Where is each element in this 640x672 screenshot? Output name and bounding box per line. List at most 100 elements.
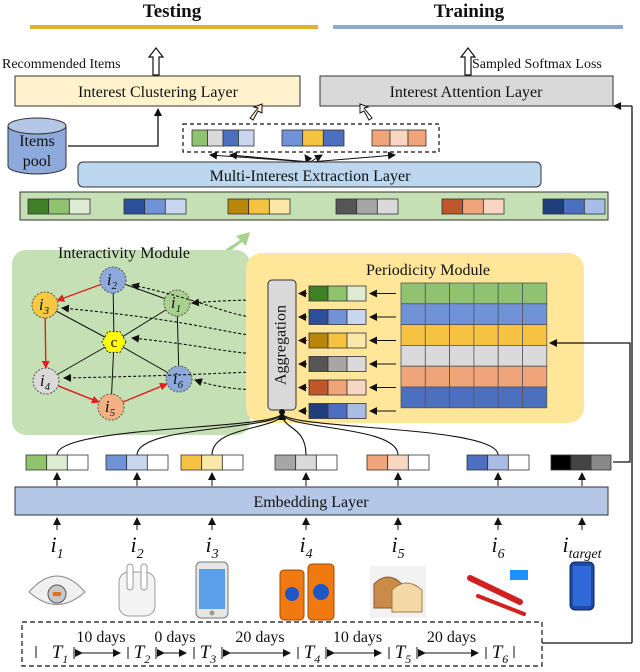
- graph-node-n3: [31, 291, 59, 319]
- embedding-vector-6: [466, 454, 530, 471]
- item-label-1: i1: [50, 532, 63, 562]
- embedding-layer-label: Embedding Layer: [253, 494, 369, 511]
- blue-phone-icon: [569, 561, 595, 611]
- embedding-vector-4: [274, 454, 338, 471]
- graph-node-label-n1: i1: [171, 293, 181, 315]
- interest-arrow: [229, 151, 311, 163]
- multi-interest-extraction-layer: [77, 161, 542, 188]
- interest-arrow: [309, 151, 396, 163]
- matrix-cell: [473, 344, 499, 367]
- strip-vector-6: [542, 198, 606, 215]
- item-label-7: itarget: [562, 532, 602, 562]
- extraction-to-interest-arrows: [209, 151, 396, 164]
- interval-label-5: 20 days: [427, 629, 476, 646]
- spoke-edge: [44, 304, 115, 343]
- matrix-cell: [424, 324, 450, 346]
- testing-underline: [30, 25, 318, 29]
- items-pool-label-1: Items: [19, 133, 55, 150]
- item-label-3: i3: [205, 532, 218, 562]
- interest-vectors: [191, 129, 427, 147]
- time-label-4: T4: [304, 642, 321, 666]
- graph-node-label-n3: i3: [39, 295, 50, 317]
- directed-edge: [56, 283, 102, 302]
- interval-label-1: 10 days: [76, 629, 125, 646]
- periodicity-matrix: [400, 282, 548, 409]
- strip-vector-3: [227, 198, 291, 215]
- directed-edge: [122, 382, 168, 403]
- interest-vector-3: [371, 129, 427, 147]
- matrix-cell: [400, 365, 426, 388]
- matrix-cell: [400, 324, 426, 346]
- period-vector-4: [308, 356, 367, 372]
- center-node: [101, 331, 127, 353]
- embedding-vector-1: [25, 454, 89, 471]
- period-vector-1: [308, 285, 367, 302]
- matrix-cell: [522, 303, 548, 325]
- interest-arrow: [309, 154, 323, 163]
- matrix-cell: [424, 344, 450, 367]
- matrix-cell: [449, 386, 475, 409]
- matrix-cell: [400, 282, 426, 305]
- graph-node-label-n4: i4: [40, 371, 51, 393]
- matrix-cell: [400, 303, 426, 325]
- interest-vectors-group: [182, 123, 440, 153]
- matrix-cell: [473, 303, 499, 325]
- matrix-cell: [522, 365, 548, 388]
- interval-label-2: 0 days: [154, 629, 195, 646]
- graph-node-n6: [165, 365, 193, 393]
- fused-sequence-vectors: [27, 198, 606, 215]
- matrix-cell: [424, 365, 450, 388]
- interest-vector-2: [281, 129, 345, 147]
- period-vector-6: [308, 403, 367, 419]
- time-label-3: T3: [200, 642, 217, 666]
- pool-to-clustering-arrow: [68, 108, 162, 147]
- face-mask-icon: [28, 575, 86, 605]
- interactivity-module: [12, 250, 250, 435]
- matrix-cell: [497, 282, 523, 305]
- training-header: Training: [434, 1, 505, 22]
- matrix-cell: [400, 344, 426, 367]
- interval-label-4: 10 days: [333, 629, 382, 646]
- period-vector-5: [308, 379, 367, 396]
- items-pool-label-2: pool: [23, 153, 52, 170]
- matrix-cell: [473, 365, 499, 388]
- interval-label-3: 20 days: [235, 629, 284, 646]
- training-underline: [333, 25, 623, 29]
- matrix-cell: [449, 365, 475, 388]
- fan-line: [278, 412, 399, 456]
- recommended-items-label: Recommended Items: [2, 57, 121, 72]
- bread-icon: [370, 566, 426, 618]
- multi-interest-extraction-label: Multi-Interest Extraction Layer: [210, 168, 411, 185]
- interest-attention-label: Interest Attention Layer: [390, 84, 544, 101]
- interest-attention-layer: [319, 75, 614, 107]
- interactivity-to-extraction-arrow: [222, 232, 250, 254]
- matrix-cell: [497, 344, 523, 367]
- item-label-2: i2: [130, 532, 143, 562]
- time-label-1: T1: [52, 642, 69, 666]
- embedding-layer: [14, 486, 609, 516]
- matrix-cell: [497, 365, 523, 388]
- item-label-6: i6: [491, 532, 504, 562]
- graph-node-label-n2: i2: [107, 270, 118, 292]
- matrix-cell: [473, 324, 499, 346]
- interest-arrow: [304, 154, 313, 164]
- graph-node-label-n6: i6: [173, 369, 184, 391]
- testing-header: Testing: [143, 1, 202, 22]
- embedding-vector-7: [550, 454, 612, 471]
- matrix-cell: [424, 303, 450, 325]
- target-to-matrix-arrow: [549, 339, 631, 463]
- items-pool: Items pool: [7, 117, 67, 175]
- graph-node-n4: [32, 367, 60, 395]
- aggregation-to-node-arrow: [194, 378, 267, 391]
- earbuds-icon: [118, 563, 156, 617]
- matrix-cell: [522, 324, 548, 346]
- strip-vector-1: [27, 198, 91, 215]
- sampled-softmax-loss-label: Sampled Softmax Loss: [472, 57, 602, 72]
- period-vector-3: [308, 332, 367, 349]
- item-embedding-vectors: [25, 454, 612, 471]
- graph-node-label-n5: i5: [105, 397, 116, 419]
- graph-node-n5: [97, 393, 125, 421]
- directed-edge: [57, 385, 100, 404]
